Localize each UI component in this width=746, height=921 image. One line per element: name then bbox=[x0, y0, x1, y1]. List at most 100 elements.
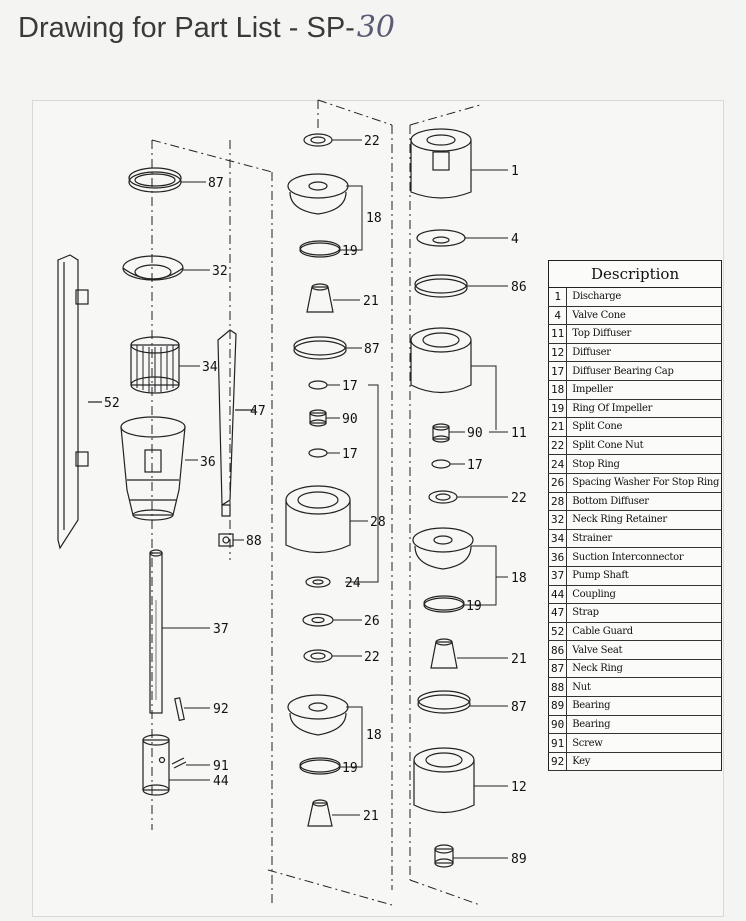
part-52-cable-guard bbox=[57, 254, 102, 550]
part-90-bearing-mid bbox=[309, 409, 327, 427]
part-11-top-diffuser bbox=[410, 327, 472, 394]
part-name: Key bbox=[566, 752, 722, 772]
part-number: 91 bbox=[548, 733, 568, 753]
callout-24: 24 bbox=[345, 576, 361, 591]
part-22-split-cone-nut-top bbox=[303, 133, 333, 147]
part-name: Bearing bbox=[566, 715, 722, 735]
callout-18: 18 bbox=[366, 211, 382, 226]
callout-21: 21 bbox=[363, 809, 379, 824]
part-87-neck-ring-mid bbox=[293, 336, 347, 360]
part-name: Nut bbox=[566, 677, 722, 698]
handwritten-model-number: 30 bbox=[356, 10, 396, 45]
callout-26: 26 bbox=[364, 614, 380, 629]
callout-18: 18 bbox=[366, 728, 382, 743]
part-87-neck-ring-left bbox=[128, 167, 182, 193]
part-number: 36 bbox=[548, 547, 568, 567]
callout-37: 37 bbox=[213, 622, 229, 637]
part-21-split-cone-right bbox=[430, 638, 458, 669]
part-name: Neck Ring Retainer bbox=[566, 510, 722, 530]
callout-89: 89 bbox=[511, 852, 527, 867]
callout-17: 17 bbox=[342, 379, 358, 394]
callout-17: 17 bbox=[467, 458, 483, 473]
part-name: Strainer bbox=[566, 529, 722, 549]
callout-87: 87 bbox=[364, 342, 380, 357]
callout-11: 11 bbox=[511, 426, 527, 441]
part-91-screw bbox=[171, 757, 187, 769]
part-34-strainer bbox=[130, 336, 180, 394]
table-header-row: Description bbox=[548, 260, 722, 288]
part-number: 28 bbox=[548, 492, 568, 512]
callout-19: 19 bbox=[342, 244, 358, 259]
part-name: Screw bbox=[566, 733, 722, 753]
part-name: Strap bbox=[566, 603, 722, 623]
part-88-nut bbox=[218, 533, 234, 547]
part-26-spacing-washer bbox=[302, 613, 334, 627]
part-87-neck-ring-right bbox=[417, 690, 471, 714]
callout-19: 19 bbox=[342, 761, 358, 776]
part-name: Bearing bbox=[566, 696, 722, 716]
part-number: 88 bbox=[548, 677, 568, 698]
callout-90: 90 bbox=[342, 412, 358, 427]
part-44-coupling bbox=[142, 734, 170, 796]
callout-44: 44 bbox=[213, 774, 229, 789]
part-22-split-cone-nut-right bbox=[428, 490, 458, 504]
part-number: 18 bbox=[548, 380, 568, 400]
part-name: Suction Interconnector bbox=[566, 547, 722, 567]
part-name: Spacing Washer For Stop Ring bbox=[566, 473, 722, 493]
part-47-strap bbox=[217, 329, 256, 517]
part-name: Valve Seat bbox=[566, 640, 722, 660]
callout-22: 22 bbox=[364, 134, 380, 149]
part-name: Ring Of Impeller bbox=[566, 399, 722, 419]
part-17-bearing-cap-right bbox=[431, 459, 451, 469]
callout-92: 92 bbox=[213, 702, 229, 717]
callout-labels: 87 32 34 52 47 36 88 37 92 91 44 22 18 1… bbox=[104, 134, 527, 867]
callout-leaders bbox=[162, 139, 508, 859]
part-18-impeller-right bbox=[412, 527, 474, 570]
callout-18: 18 bbox=[511, 571, 527, 586]
part-number: 92 bbox=[548, 752, 568, 772]
callout-4: 4 bbox=[511, 232, 519, 247]
part-number: 26 bbox=[548, 473, 568, 493]
part-number: 89 bbox=[548, 696, 568, 716]
part-number: 44 bbox=[548, 585, 568, 605]
part-name: Stop Ring bbox=[566, 454, 722, 474]
part-name: Diffuser bbox=[566, 343, 722, 363]
part-number: 21 bbox=[548, 417, 568, 437]
part-number: 24 bbox=[548, 454, 568, 474]
callout-19: 19 bbox=[466, 599, 482, 614]
callout-21: 21 bbox=[511, 652, 527, 667]
part-number: 11 bbox=[548, 324, 568, 344]
table-header: Description bbox=[548, 260, 722, 288]
part-number: 87 bbox=[548, 659, 568, 679]
part-number: 90 bbox=[548, 715, 568, 735]
callout-21: 21 bbox=[363, 294, 379, 309]
callout-22: 22 bbox=[511, 491, 527, 506]
part-number: 37 bbox=[548, 566, 568, 586]
part-12-diffuser bbox=[413, 747, 475, 814]
assembly-dashed-lines bbox=[151, 99, 481, 906]
title-text: Drawing for Part List - SP- bbox=[18, 12, 355, 44]
part-19-ring-top bbox=[299, 240, 341, 258]
part-name: Split Cone Nut bbox=[566, 436, 722, 456]
part-24-stop-ring bbox=[305, 576, 331, 588]
part-name: Cable Guard bbox=[566, 622, 722, 642]
part-number: 19 bbox=[548, 399, 568, 419]
callout-22: 22 bbox=[364, 650, 380, 665]
callout-87: 87 bbox=[511, 700, 527, 715]
part-37-pump-shaft bbox=[149, 549, 163, 714]
